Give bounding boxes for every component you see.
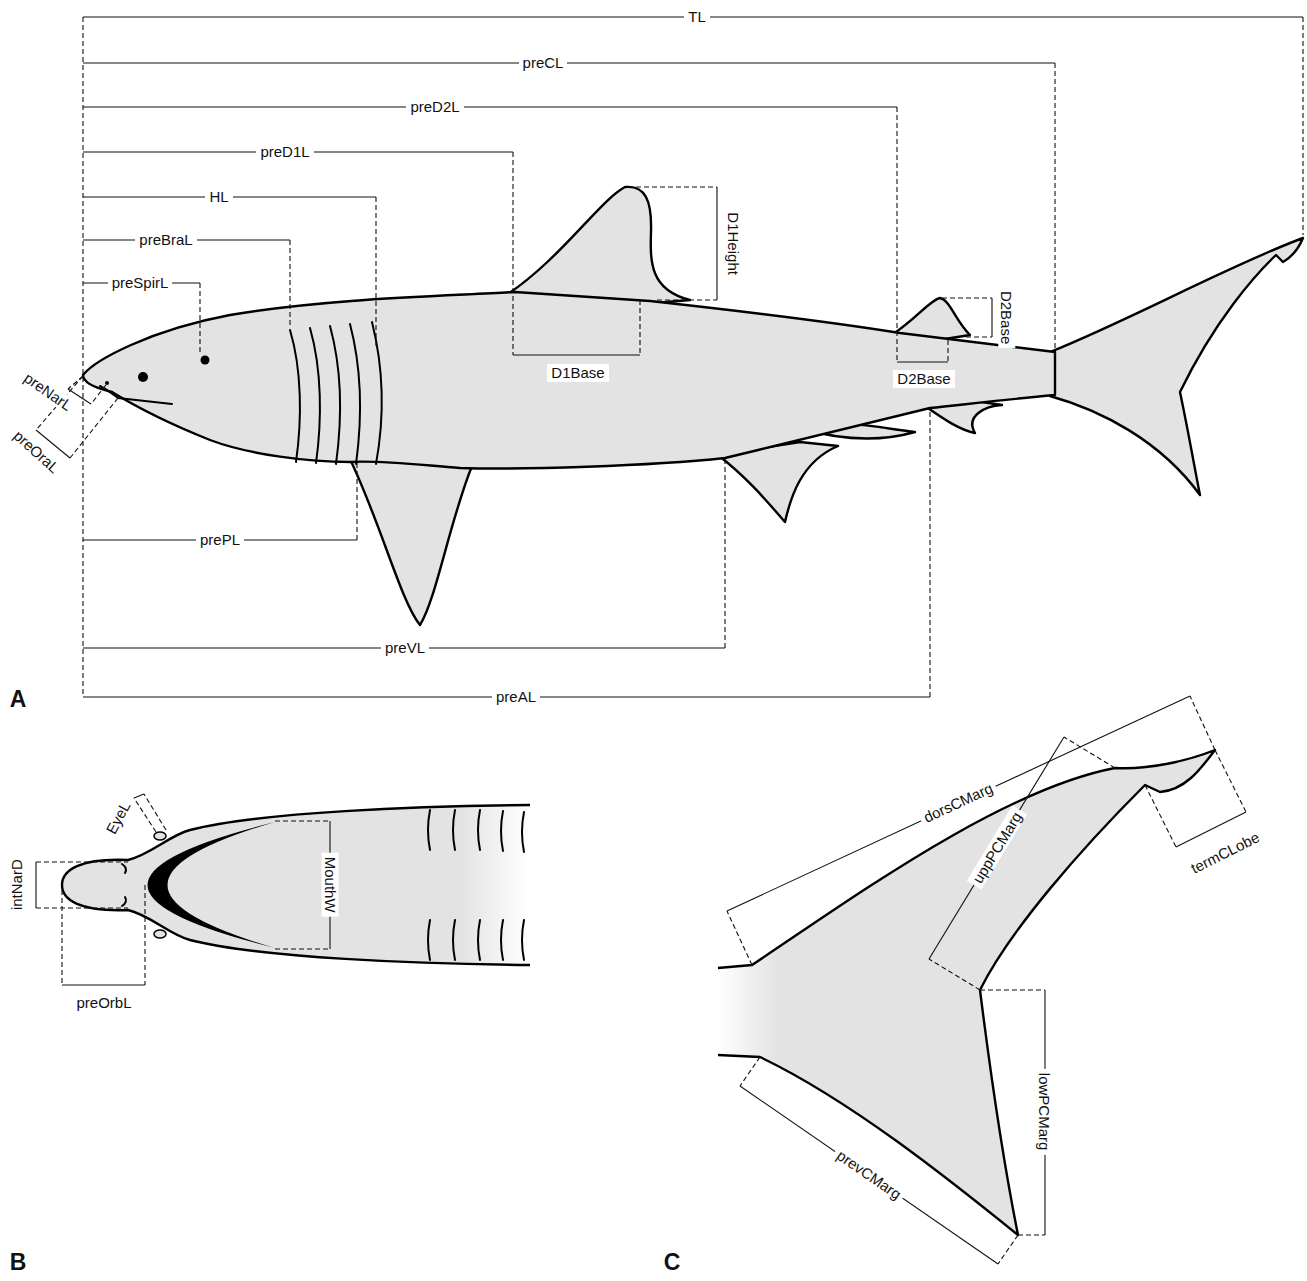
measurement-label: D1Height [724, 209, 741, 280]
dimension-lines [36, 17, 1303, 697]
dimension-line [134, 794, 144, 798]
measurement-label: preBraL [135, 231, 196, 248]
measurement-label: preAL [492, 688, 540, 705]
measurement-label: D2Base [893, 370, 954, 387]
dimension-line [62, 984, 145, 985]
outline-fill [290, 330, 300, 462]
dimension-line [991, 298, 992, 337]
outline-fill [428, 920, 524, 960]
outline-fill [428, 810, 524, 852]
eye [154, 832, 166, 840]
panel-letter: C [662, 1249, 683, 1275]
dimension-extension-line [929, 408, 930, 697]
measurement-label: MouthW [321, 853, 338, 917]
measurement-label: preSpirL [108, 274, 173, 291]
dimension-extension-line [947, 340, 948, 362]
measurement-label: preNarL [18, 367, 79, 417]
measurement-label: preD1L [256, 143, 313, 160]
pectoral-fin [348, 455, 472, 625]
dimension-extension-line [375, 197, 376, 346]
panel-letter: B [8, 1249, 29, 1275]
measurement-label: TL [684, 8, 710, 25]
dimension-line [83, 106, 897, 107]
spiracle [201, 356, 210, 365]
measurement-label: termCLobe [1184, 827, 1265, 879]
outline-fill [350, 324, 360, 464]
panel-letter: A [8, 686, 29, 712]
eye [138, 372, 148, 382]
dimension-extension-line [199, 283, 200, 354]
measurement-label: preOrbL [72, 994, 135, 1011]
outline-fill [372, 322, 382, 464]
measurement-label: EyeL [100, 795, 135, 840]
dimension-line [727, 696, 1190, 911]
gill-slits [290, 322, 382, 464]
dimension-line [740, 1086, 998, 1264]
dimension-extension-line [724, 458, 725, 648]
measurement-label: preD2L [406, 98, 463, 115]
eye [154, 930, 166, 938]
outline-fill [310, 328, 320, 463]
dimension-extension-line [929, 737, 1115, 990]
dimension-extension-line [896, 107, 897, 362]
measurement-label: prevCMarg [830, 1145, 907, 1206]
measurement-label: lowPCMarg [1036, 1069, 1053, 1155]
dimension-extension-line [639, 300, 640, 355]
dimension-extension-line [36, 862, 128, 908]
caudal-fin [1050, 238, 1303, 495]
dimension-extension-line [628, 187, 717, 300]
nostril [122, 864, 126, 906]
measurement-label: preOraL [8, 425, 66, 480]
first-dorsal-fin [505, 187, 690, 303]
dimension-extension-line [740, 1057, 1018, 1264]
dimension-line [35, 862, 36, 908]
dimension-line [513, 354, 640, 355]
mouth-opening [148, 822, 276, 948]
dimension-extension-line [62, 885, 145, 985]
outline-fill [62, 805, 530, 965]
dimension-extension-line [134, 794, 166, 832]
caudal-fin-detail [718, 696, 1246, 1264]
outline-fill [330, 326, 340, 464]
dimension-extension-line [727, 696, 1215, 965]
measurement-label: HL [205, 188, 232, 205]
shark-lateral-view [83, 187, 1303, 625]
dimension-line [897, 361, 948, 362]
dimension-extension-line [942, 298, 992, 337]
dimension-extension-line [1054, 63, 1055, 350]
dimension-extension-line [1302, 17, 1303, 235]
mouth [100, 386, 172, 404]
measurement-label: prePL [196, 531, 244, 548]
gill-slits [428, 810, 524, 960]
caudal-fin-outline [718, 750, 1215, 1235]
dimension-line [929, 737, 1064, 959]
head-outline [62, 805, 530, 965]
measurement-label: D1Base [547, 364, 608, 381]
dimension-line [83, 62, 1055, 63]
measurement-label: preCL [519, 54, 568, 71]
dimension-extension-line [82, 17, 83, 697]
dimension-extension-line [356, 462, 357, 540]
dimension-extension-line [289, 240, 290, 326]
measurement-label: intNarD [7, 856, 24, 915]
dimension-line [716, 187, 717, 300]
shark-head-ventral-view [36, 794, 530, 985]
dimension-extension-line [512, 152, 513, 355]
outline-fill [718, 750, 1215, 1235]
nostril [105, 381, 109, 385]
measurement-label: D2Base [998, 287, 1015, 348]
dimension-extension-line [1145, 750, 1246, 847]
measurement-label: preVL [381, 639, 429, 656]
shark-body [83, 292, 1055, 469]
